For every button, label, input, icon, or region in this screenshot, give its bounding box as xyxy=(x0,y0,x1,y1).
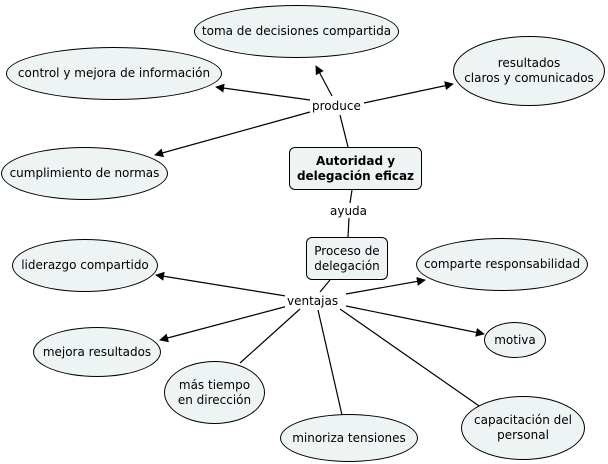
node-mejora-resultados: mejora resultados xyxy=(33,327,161,377)
arrow-ventajas-liderazgo xyxy=(155,271,287,297)
linking-word-ayuda: ayuda xyxy=(328,204,370,218)
arrow-produce-resultados xyxy=(363,81,454,104)
arrow-ventajas-comparte xyxy=(345,276,426,295)
connector-ventajas-minoriza xyxy=(317,309,343,416)
node-proceso-delegacion-text: Proceso de delegación xyxy=(314,243,380,273)
node-capacitacion-personal-text: capacitación del personal xyxy=(474,413,572,442)
linking-word-ventajas: ventajas xyxy=(285,294,341,308)
node-liderazgo-compartido-text: liderazgo compartido xyxy=(21,258,149,272)
node-central-autoridad-text: Autoridad y delegación eficaz xyxy=(296,153,415,183)
connector-central-produce xyxy=(339,114,349,148)
node-proceso-delegacion: Proceso de delegación xyxy=(306,237,388,280)
node-mas-tiempo-text: más tiempo en dirección xyxy=(177,377,252,407)
arrow-produce-control xyxy=(215,83,311,101)
node-resultados-claros-text: resultados claros y comunicados xyxy=(464,56,594,85)
node-minoriza-tensiones: minoriza tensiones xyxy=(280,414,418,462)
node-control-informacion-text: control y mejora de información xyxy=(17,66,211,80)
node-motiva-text: motiva xyxy=(494,332,536,347)
node-toma-de-decisiones-text: toma de decisiones compartida xyxy=(201,24,392,38)
connector-ventajas-capacitacion xyxy=(339,308,483,409)
node-resultados-claros: resultados claros y comunicados xyxy=(453,36,605,106)
node-comparte-responsabilidad: comparte responsabilidad xyxy=(416,238,588,291)
connector-ayuda-proceso xyxy=(347,217,350,238)
node-comparte-responsabilidad-text: comparte responsabilidad xyxy=(423,257,581,271)
node-central-autoridad: Autoridad y delegación eficaz xyxy=(289,147,422,190)
arrow-ventajas-motiva xyxy=(345,305,485,337)
linking-word-produce: produce xyxy=(310,99,363,113)
arrow-ventajas-mejora xyxy=(159,305,289,343)
node-toma-de-decisiones: toma de decisiones compartida xyxy=(194,5,399,58)
node-mas-tiempo: más tiempo en dirección xyxy=(164,361,265,424)
node-minoriza-tensiones-text: minoriza tensiones xyxy=(292,430,406,445)
node-cumplimiento-normas: cumplimiento de normas xyxy=(1,147,168,200)
node-liderazgo-compartido: liderazgo compartido xyxy=(12,239,158,292)
connector-ventajas-tiempo xyxy=(239,308,301,364)
arrow-produce-cumplimiento xyxy=(154,111,311,158)
node-mejora-resultados-text: mejora resultados xyxy=(42,344,152,359)
node-control-informacion: control y mejora de información xyxy=(6,47,222,100)
connector-proceso-ventajas xyxy=(319,279,331,293)
arrow-produce-toma xyxy=(315,65,333,97)
connector-central-ayuda xyxy=(349,189,353,204)
node-cumplimiento-normas-text: cumplimiento de normas xyxy=(9,166,160,180)
node-capacitacion-personal: capacitación del personal xyxy=(461,396,585,460)
node-motiva: motiva xyxy=(484,322,546,358)
